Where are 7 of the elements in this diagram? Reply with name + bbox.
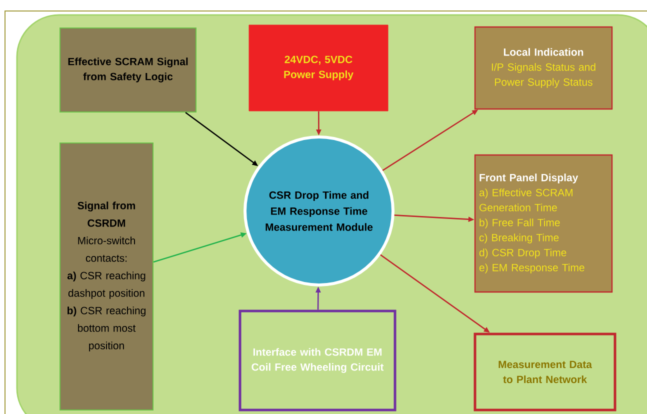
- input-box: Signal from CSRDM Micro-switch contacts: a) CSR reaching dashpot position b) CSR reaching bottom most position: [60, 142, 154, 410]
- output-box: Local Indication I/P Signals Status and Power Supply Status: [474, 26, 613, 110]
- output-box: Front Panel Display a) Effective SCRAM Generation Time b) Free Fall Time c) Breaking Time d) CSR Drop Time e) EM Response Time: [474, 154, 613, 293]
- output-box: Measurement Data to Plant Network: [474, 332, 616, 412]
- input-box: Effective SCRAM Signal from Safety Logic: [60, 28, 196, 112]
- interface-box: Interface with CSRDM EM Coil Free Wheeling Circuit: [238, 310, 396, 412]
- power-supply-box: 24VDC, 5VDC Power Supply: [248, 24, 388, 112]
